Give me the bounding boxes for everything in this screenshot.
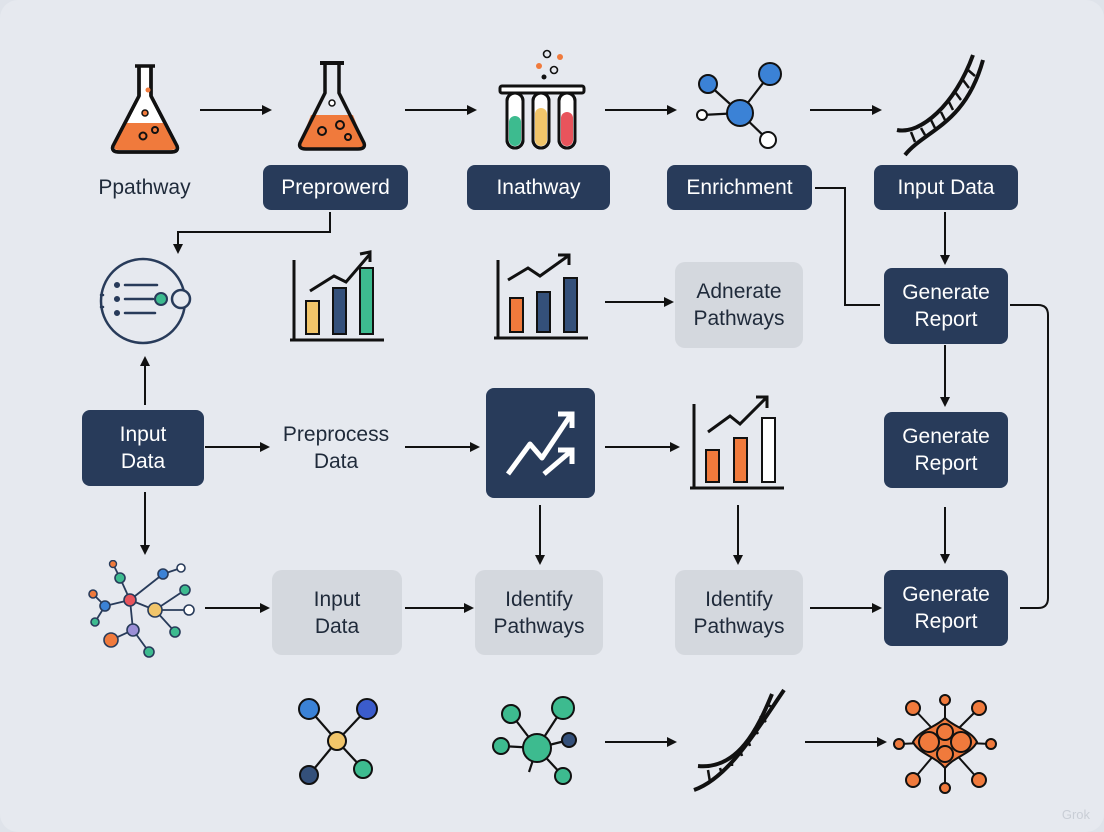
identify-pathways-node-1[interactable]: Identify Pathways — [475, 570, 603, 655]
bar-chart-icon — [290, 250, 384, 342]
pathway-label: Ppathway — [98, 175, 191, 199]
connector — [815, 187, 880, 306]
adnerate-pathways-node[interactable]: Adnerate Pathways — [675, 262, 803, 348]
molecule-icon — [298, 698, 378, 785]
input-data-node-top[interactable]: Input Data — [874, 165, 1018, 210]
dna-icon — [693, 688, 786, 792]
bar-chart-icon — [690, 395, 784, 490]
enrichment-node[interactable]: Enrichment — [667, 165, 812, 210]
input-data-node-left[interactable]: Input Data — [82, 410, 204, 486]
flask-icon — [110, 64, 180, 154]
connector — [1010, 304, 1049, 609]
generate-report-node-2[interactable]: Generate Report — [884, 412, 1008, 488]
dna-icon — [896, 54, 985, 157]
network-icon — [88, 560, 195, 658]
input-data-node-bottom[interactable]: Input Data — [272, 570, 402, 655]
inathway-node[interactable]: Inathway — [467, 165, 610, 210]
preprocess-data-label: Preprocess Data — [282, 423, 390, 473]
test-tubes-icon — [498, 49, 586, 150]
generate-report-node-1[interactable]: Generate Report — [884, 268, 1008, 344]
molecule-icon — [492, 696, 577, 785]
generate-report-node-3[interactable]: Generate Report — [884, 570, 1008, 646]
preprowerd-node[interactable]: Preprowerd — [263, 165, 408, 210]
watermark: Grok — [1061, 807, 1090, 822]
flask-icon — [297, 61, 367, 151]
hub-network-icon — [893, 694, 997, 794]
molecule-icon — [696, 62, 782, 149]
bar-chart-icon — [494, 253, 588, 340]
identify-pathways-node-2[interactable]: Identify Pathways — [675, 570, 803, 655]
trend-arrows-icon — [486, 388, 595, 498]
list-circle-icon — [99, 257, 192, 345]
arrow — [173, 212, 331, 254]
